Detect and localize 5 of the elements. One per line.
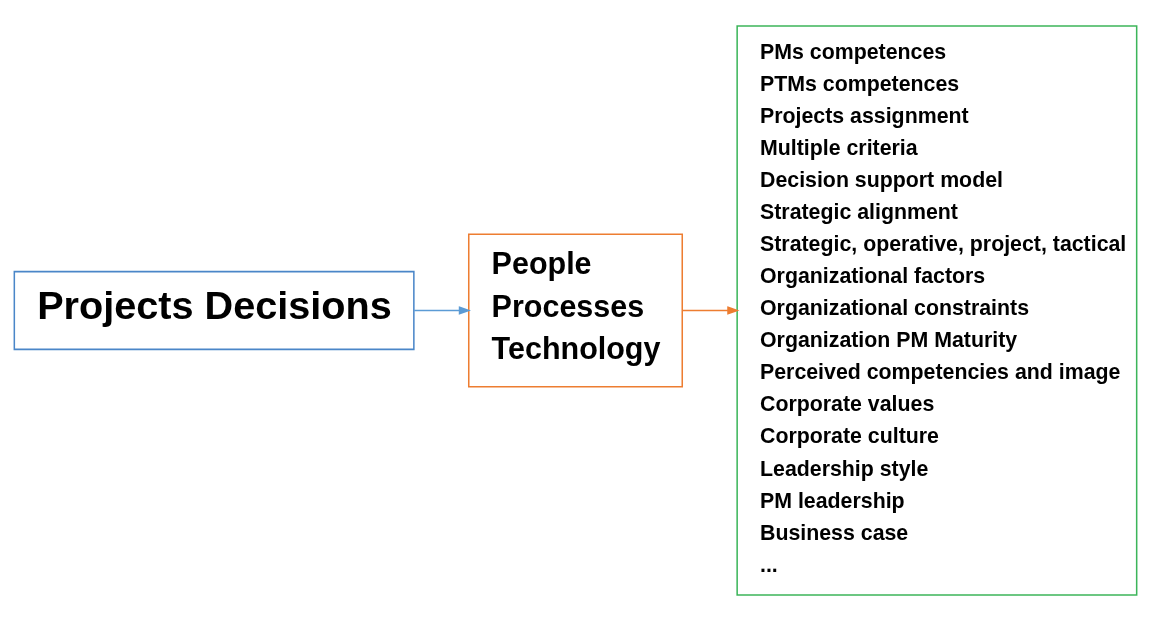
arrow xyxy=(681,305,740,315)
node-box: Projects Decisions xyxy=(13,270,415,350)
arrow xyxy=(413,305,471,315)
node-box: PMs competences PTMs competences Projects assignment Multiple criteria Decision support model Strategic alignment Strategic, operative, project, tactical Organizational factors Organizational constraints Organization PM Maturity Perceived competencies and image Corporate values Corporate culture Leadership style PM leadership Business case ... xyxy=(736,24,1138,596)
node-box: People Processes Technology xyxy=(468,233,683,387)
